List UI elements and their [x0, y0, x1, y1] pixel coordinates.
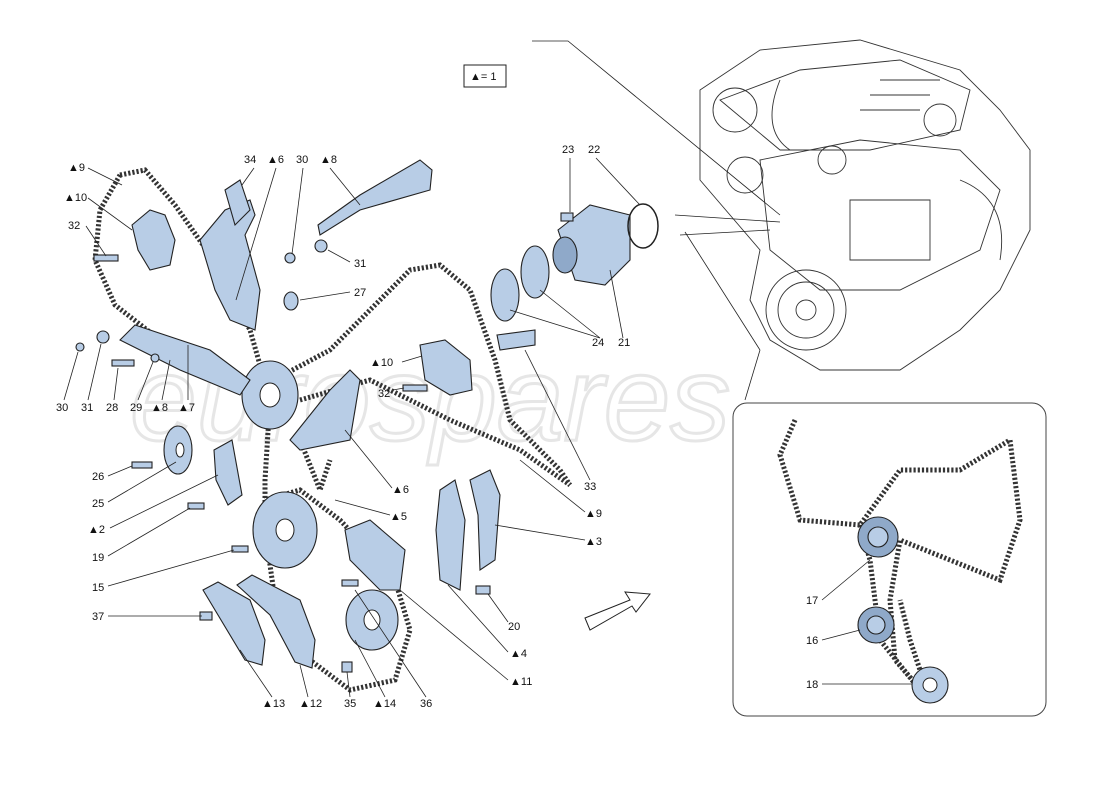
chain-guide-12	[236, 574, 316, 669]
bolt-29	[150, 353, 160, 363]
callout-17: 17	[806, 595, 818, 607]
callout-30-left: 30	[56, 402, 68, 414]
callout-37: 37	[92, 611, 104, 623]
washer-27	[283, 291, 299, 311]
callout-5: ▲5	[390, 511, 407, 523]
engine-leader-4	[684, 231, 761, 351]
callout-35: 35	[344, 698, 356, 710]
callout-31-left: 31	[81, 402, 93, 414]
legend-text: ▲= 1	[470, 71, 497, 83]
bolt-26	[131, 461, 153, 469]
callout-32-lower: 32	[378, 388, 390, 400]
callout-28: 28	[106, 402, 118, 414]
callout-7: ▲7	[178, 402, 195, 414]
bolt-23	[560, 212, 574, 222]
sprocket-lower	[252, 491, 318, 569]
engine-illustration	[699, 39, 1031, 371]
tensioner-10-lower	[419, 339, 473, 396]
engine-leader-3	[679, 229, 771, 236]
callout-32-upper: 32	[68, 220, 80, 232]
callout-4: ▲4	[510, 648, 527, 660]
callout-18: 18	[806, 679, 818, 691]
chain-guide-7	[119, 324, 251, 396]
callout-29: 29	[130, 402, 142, 414]
engine-leader-2	[674, 214, 781, 223]
gasket-33	[496, 329, 536, 351]
bolt-30-top	[284, 252, 296, 264]
chain-guide-13	[202, 581, 266, 666]
direction-arrow	[584, 591, 651, 631]
callout-9-lower: ▲9	[585, 508, 602, 520]
callout-27: 27	[354, 287, 366, 299]
callout-36: 36	[420, 698, 432, 710]
callout-13: ▲13	[262, 698, 285, 710]
chain-guide-4	[435, 479, 466, 591]
o-ring-22	[627, 203, 659, 249]
inset-detail-box	[732, 402, 1047, 717]
engine-leader-5	[744, 349, 761, 401]
pump-gears-24	[490, 245, 550, 322]
callout-34: 34	[244, 154, 256, 166]
sprocket-crank	[345, 589, 399, 651]
sprocket-upper	[241, 360, 299, 430]
callout-20: 20	[508, 621, 520, 633]
callout-6-upper: ▲6	[267, 154, 284, 166]
bolt-20	[475, 585, 491, 595]
chain-guide-8	[317, 159, 433, 236]
bolt-15	[231, 545, 249, 553]
engine-leader-1	[532, 40, 781, 216]
bolt-32-lower	[402, 384, 428, 392]
bolt-30-left	[75, 342, 85, 352]
sprocket-washer-25	[163, 425, 193, 475]
bolt-19	[187, 502, 205, 510]
callout-8-lower: ▲8	[151, 402, 168, 414]
callout-10-lower: ▲10	[370, 357, 393, 369]
tensioner-10-upper	[131, 209, 176, 271]
callout-30-top: 30	[296, 154, 308, 166]
callout-19: 19	[92, 552, 104, 564]
callout-31-top: 31	[354, 258, 366, 270]
callout-14: ▲14	[373, 698, 396, 710]
tensioner-shoe-2	[213, 439, 243, 506]
callout-10-upper: ▲10	[64, 192, 87, 204]
bolt-32-upper	[93, 254, 119, 262]
callout-22: 22	[588, 144, 600, 156]
callout-6-lower: ▲6	[392, 484, 409, 496]
callout-3: ▲3	[585, 536, 602, 548]
callout-33: 33	[584, 481, 596, 493]
callout-9-upper: ▲9	[68, 162, 85, 174]
water-pump-21	[552, 204, 631, 286]
callout-24: 24	[592, 337, 604, 349]
callout-16: 16	[806, 635, 818, 647]
callout-23: 23	[562, 144, 574, 156]
chain-guide-6-lower	[289, 369, 361, 451]
bolt-36	[341, 579, 359, 587]
chain-guide-6-upper	[199, 199, 261, 331]
callout-15: 15	[92, 582, 104, 594]
washer-31-left	[96, 330, 110, 344]
bolt-35	[341, 661, 353, 673]
callout-11: ▲11	[510, 676, 532, 688]
washer-31-top	[314, 239, 328, 253]
callout-12: ▲12	[299, 698, 322, 710]
callout-21: 21	[618, 337, 630, 349]
callout-25: 25	[92, 498, 104, 510]
legend-box: ▲= 1	[463, 64, 507, 88]
bracket-34	[224, 179, 251, 227]
callout-26: 26	[92, 471, 104, 483]
callout-2: ▲2	[88, 524, 105, 536]
bolt-28	[111, 359, 135, 367]
callout-8-upper: ▲8	[320, 154, 337, 166]
bracket-3	[469, 469, 501, 572]
